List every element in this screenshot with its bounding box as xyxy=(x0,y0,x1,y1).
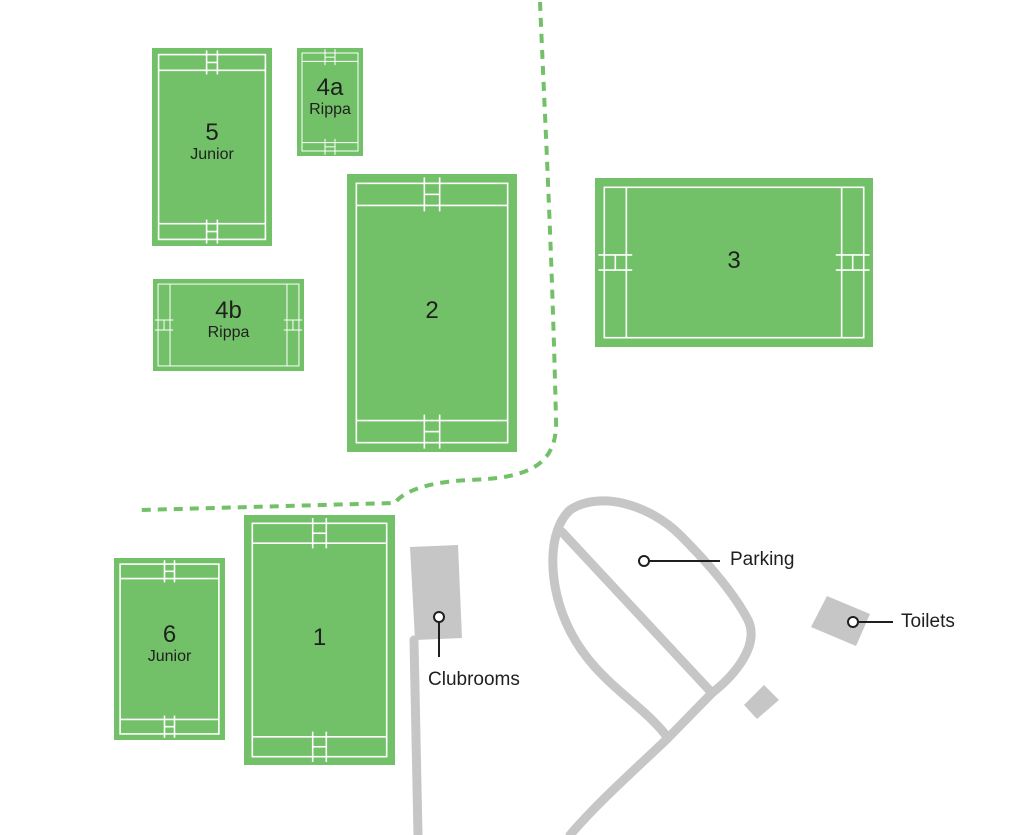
field-number: 5 xyxy=(205,119,219,146)
clubrooms-marker-icon[interactable] xyxy=(433,611,445,623)
goal-posts-icon xyxy=(324,138,336,155)
clubrooms-label[interactable]: Clubrooms xyxy=(428,669,520,690)
toilets-marker-icon[interactable] xyxy=(847,616,859,628)
toilets-building[interactable] xyxy=(811,596,870,646)
field-type: Rippa xyxy=(309,101,351,118)
field-number: 3 xyxy=(727,246,741,274)
goal-posts-icon xyxy=(205,50,219,75)
field-boundary-line xyxy=(355,182,509,444)
field-type: Junior xyxy=(147,648,192,665)
field-label-3: 3 xyxy=(727,246,741,274)
field-4a[interactable] xyxy=(297,48,363,156)
goal-posts-icon xyxy=(835,254,870,271)
field-label-1: 1 xyxy=(313,626,326,650)
fields xyxy=(114,48,873,765)
field-3[interactable] xyxy=(595,178,873,347)
goal-posts-icon xyxy=(283,319,303,331)
field-type: Junior xyxy=(190,146,234,163)
parking-loop-road xyxy=(548,496,756,835)
goal-posts-icon xyxy=(598,254,633,271)
field-number: 4b xyxy=(215,297,242,324)
field-4b[interactable] xyxy=(153,279,304,371)
field-type: Rippa xyxy=(207,324,250,341)
goal-posts-icon xyxy=(311,731,328,762)
field-5[interactable] xyxy=(152,48,272,246)
goal-posts-icon xyxy=(163,560,176,583)
walking-path xyxy=(139,1,559,512)
field-number: 4a xyxy=(316,74,344,101)
field-number: 1 xyxy=(312,624,327,651)
field-number: 2 xyxy=(425,297,439,324)
field-grass xyxy=(244,515,395,765)
shed-building xyxy=(744,685,779,719)
field-boundary-line xyxy=(251,522,388,758)
field-boundary-line xyxy=(157,283,300,367)
clubrooms-road xyxy=(409,635,423,835)
field-boundary-line xyxy=(603,186,865,339)
roads xyxy=(409,496,756,835)
goal-posts-icon xyxy=(154,319,174,331)
field-2[interactable] xyxy=(347,174,517,452)
place-markers xyxy=(433,555,893,657)
field-boundary-line xyxy=(301,52,359,152)
parking-divider-road xyxy=(557,527,717,698)
goal-posts-icon xyxy=(163,715,176,738)
goal-posts-icon xyxy=(311,518,328,549)
field-boundary-line xyxy=(119,563,220,735)
parking-marker-icon[interactable] xyxy=(638,555,650,567)
field-grass xyxy=(153,279,304,371)
goal-posts-icon xyxy=(205,219,219,244)
toilets-label[interactable]: Toilets xyxy=(901,611,955,632)
field-boundary-line xyxy=(157,53,267,241)
clubrooms-building[interactable] xyxy=(410,545,462,640)
field-label-2: 2 xyxy=(425,299,438,323)
field-grass xyxy=(297,48,363,156)
parking-label[interactable]: Parking xyxy=(730,549,795,570)
field-grass xyxy=(152,48,272,246)
buildings xyxy=(410,545,870,719)
field-grass xyxy=(347,174,517,452)
goal-posts-icon xyxy=(423,414,441,449)
field-1[interactable] xyxy=(244,515,395,765)
field-grass xyxy=(595,178,873,347)
field-number: 6 xyxy=(162,621,177,648)
field-6[interactable] xyxy=(114,558,225,740)
goal-posts-icon xyxy=(423,177,441,212)
goal-posts-icon xyxy=(324,49,336,66)
field-grass xyxy=(114,558,225,740)
